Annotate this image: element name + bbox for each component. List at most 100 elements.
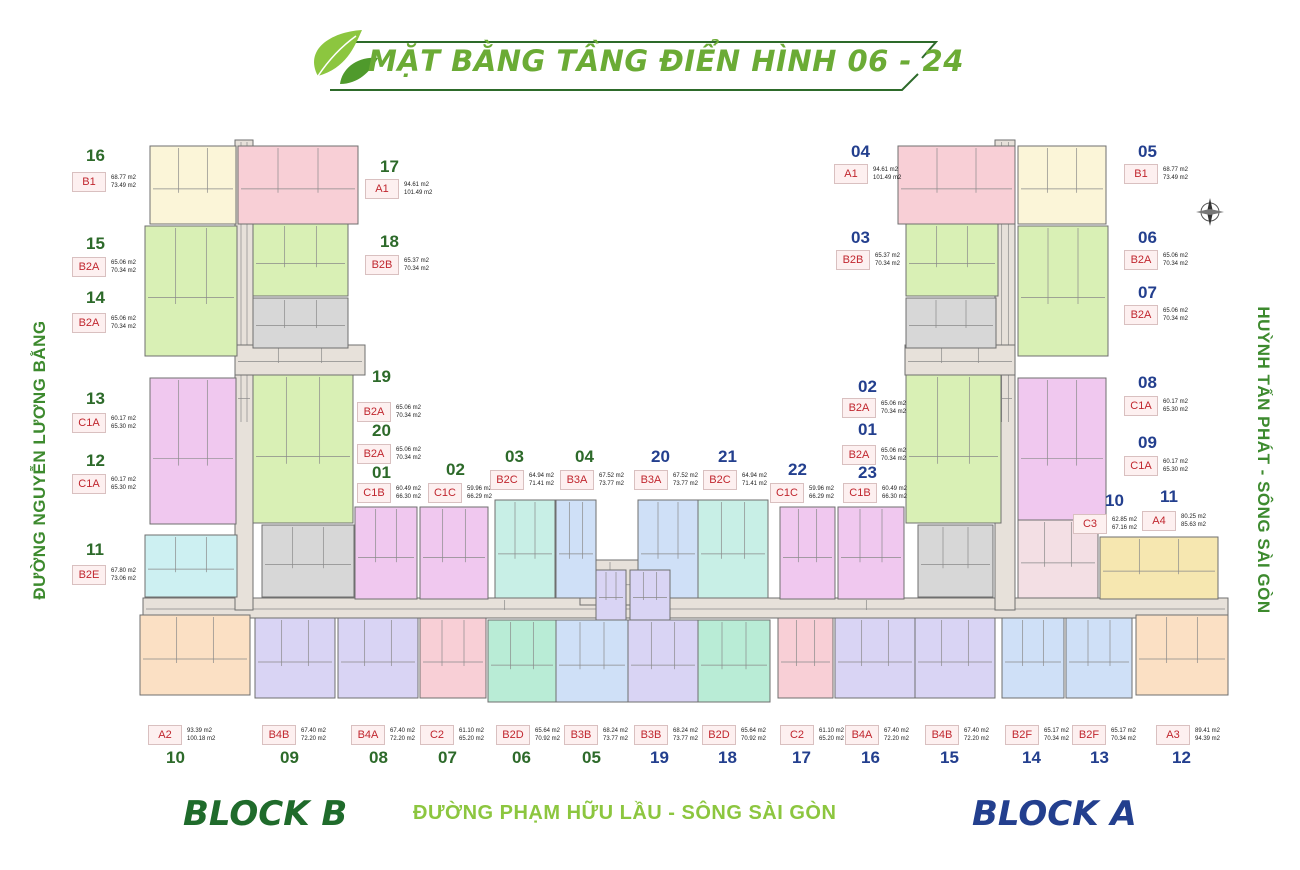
unit-area-gross: 70.34 m2 (1163, 261, 1189, 267)
unit-number: 02 (858, 377, 877, 396)
road-left-label: ĐƯỜNG NGUYỄN LƯƠNG BẰNG (30, 320, 49, 600)
unit-area-gross: 70.92 m2 (535, 736, 561, 742)
unit-area-net: 67.40 m2 (884, 728, 910, 734)
apartment-unit (1001, 617, 1065, 699)
unit-area-net: 65.64 m2 (535, 728, 561, 734)
unit-number: 10 (1105, 491, 1124, 510)
unit-area-net: 65.06 m2 (396, 405, 422, 411)
unit-area-net: 68.77 m2 (111, 175, 137, 181)
unit-area-net: 67.40 m2 (964, 728, 990, 734)
apartment-unit (419, 506, 489, 600)
unit-area-gross: 101.49 m2 (873, 175, 902, 181)
apartment-unit (494, 499, 556, 599)
unit-number: 20 (372, 421, 391, 440)
apartment-unit (1099, 536, 1219, 600)
unit-area-net: 61.10 m2 (819, 728, 845, 734)
unit-area-net: 67.52 m2 (673, 473, 699, 479)
unit-type-code: B4A (845, 725, 879, 745)
unit-number: 11 (1160, 487, 1178, 506)
apartment-unit (1065, 617, 1133, 699)
apartment-unit (487, 619, 557, 703)
apartment-unit (419, 617, 487, 699)
unit-area-gross: 65.30 m2 (1163, 467, 1189, 473)
unit-number: 19 (650, 748, 669, 767)
unit-number: 07 (1138, 283, 1157, 302)
unit-number: 21 (718, 447, 737, 466)
unit-area-gross: 100.18 m2 (187, 736, 216, 742)
unit-number: 11 (86, 540, 104, 559)
unit-area-net: 94.61 m2 (873, 167, 899, 173)
unit-number: 16 (861, 748, 880, 767)
unit-area-net: 67.40 m2 (301, 728, 327, 734)
unit-type-code: B2A (842, 398, 876, 418)
apartment-unit (252, 374, 354, 524)
unit-number: 13 (1090, 748, 1109, 767)
unit-type-code: C1A (72, 474, 106, 494)
unit-number: 01 (858, 420, 877, 439)
apartment-unit (905, 374, 1002, 524)
unit-area-gross: 101.49 m2 (404, 190, 433, 196)
title-banner (314, 30, 939, 91)
unit-type-code: B4B (262, 725, 296, 745)
unit-number: 14 (86, 288, 105, 307)
unit-area-gross: 72.20 m2 (884, 736, 910, 742)
unit-area-net: 67.40 m2 (390, 728, 416, 734)
unit-number: 19 (372, 367, 391, 386)
unit-type-code: B4A (351, 725, 385, 745)
unit-areas: 67.40 m2 72.20 m2 (884, 727, 909, 743)
unit-area-gross: 70.34 m2 (396, 413, 422, 419)
unit-type-code: A4 (1142, 511, 1176, 531)
unit-area-gross: 72.20 m2 (390, 736, 416, 742)
unit-area-net: 60.17 m2 (111, 416, 137, 422)
apartment-unit (139, 614, 251, 696)
unit-type-code: B2A (1124, 305, 1158, 325)
unit-area-gross: 66.29 m2 (467, 494, 493, 500)
unit-area-gross: 65.20 m2 (819, 736, 845, 742)
unit-area-net: 89.41 m2 (1195, 728, 1221, 734)
unit-area-gross: 70.92 m2 (741, 736, 767, 742)
unit-type-code: B3A (634, 470, 668, 490)
unit-type-code: B2A (72, 257, 106, 277)
unit-area-net: 65.06 m2 (1163, 253, 1189, 259)
apartment-unit (905, 223, 999, 297)
unit-area-gross: 65.20 m2 (459, 736, 485, 742)
unit-area-gross: 70.34 m2 (875, 261, 901, 267)
unit-area-net: 65.17 m2 (1111, 728, 1137, 734)
unit-area-net: 65.06 m2 (111, 316, 137, 322)
apartment-unit (354, 506, 418, 600)
apartment-unit (254, 617, 336, 699)
unit-number: 12 (1172, 748, 1191, 767)
unit-type-code: C3 (1073, 514, 1107, 534)
unit-number: 18 (718, 748, 737, 767)
apartment-unit (629, 569, 671, 621)
unit-type-code: B2B (836, 250, 870, 270)
unit-type-code: B1 (1124, 164, 1158, 184)
unit-type-code: C1B (357, 483, 391, 503)
road-right-label: HUỲNH TẤN PHÁT - SÔNG SÀI GÒN (1254, 306, 1273, 614)
unit-area-gross: 70.34 m2 (1044, 736, 1070, 742)
unit-area-net: 67.52 m2 (599, 473, 625, 479)
road-bottom-label: ĐƯỜNG PHẠM HỮU LẦU - SÔNG SÀI GÒN (413, 802, 837, 824)
